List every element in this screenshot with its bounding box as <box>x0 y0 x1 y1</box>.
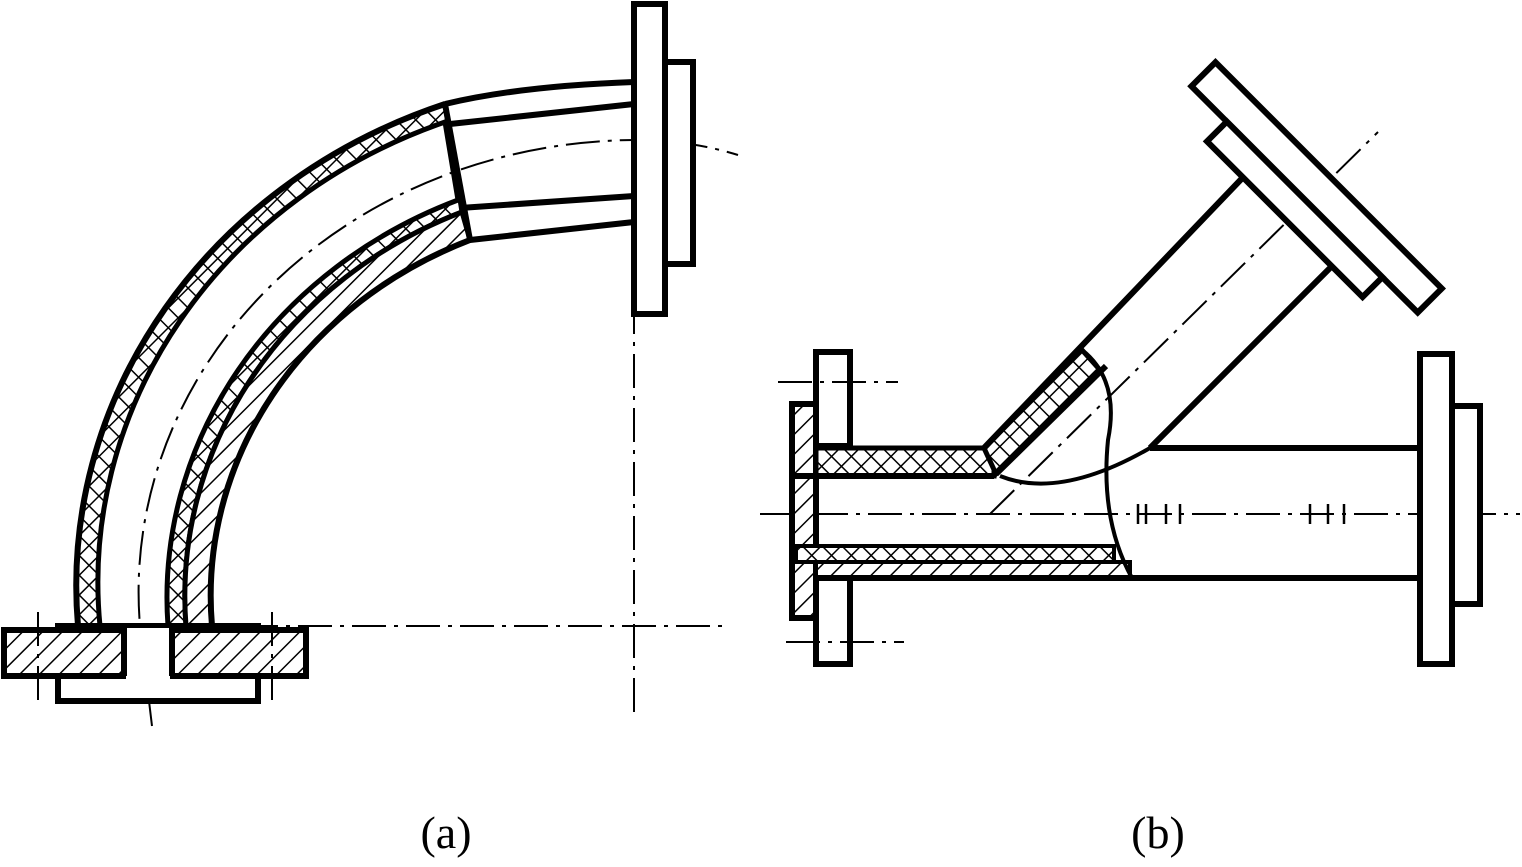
branch-inner-wall <box>993 363 1109 477</box>
elbow-centerline <box>137 138 739 727</box>
branch-lining-band <box>980 346 1104 479</box>
panel-b-lateral <box>760 57 1520 667</box>
elbow-straight-outer <box>444 79 635 107</box>
top-flange-face <box>662 59 696 267</box>
branch-upper-wall <box>981 167 1253 451</box>
panel-a-elbow <box>1 1 739 727</box>
caption-b: (b) <box>1131 807 1185 858</box>
top-flange-plate <box>631 1 668 317</box>
elbow-bore <box>95 118 461 629</box>
left-flange-top <box>813 349 853 449</box>
bottom-flange-left <box>1 627 127 679</box>
elbow-inner-wall <box>207 237 472 627</box>
break-line <box>999 348 1152 579</box>
main-pipe-lining-top <box>813 445 997 479</box>
elbow-straight-outer-bottom <box>469 219 635 243</box>
centerline-ticks <box>1136 504 1346 524</box>
bottom-flange-right <box>169 627 309 679</box>
branch-lower-wall <box>1147 255 1343 451</box>
elbow-outer-wall <box>73 101 446 627</box>
branch-flange <box>1187 57 1447 317</box>
main-pipe-lining-bottom <box>794 544 1116 564</box>
left-flange-bottom <box>813 571 853 667</box>
weld-seam <box>442 103 473 241</box>
left-flange-face <box>789 401 819 621</box>
bottom-bore-gap <box>126 628 170 698</box>
caption-a: (a) <box>420 807 471 858</box>
elbow-straight-inner-bottom <box>459 193 635 211</box>
elbow-straight-inner-top <box>449 101 635 127</box>
right-flange-plate <box>1417 351 1455 667</box>
right-flange-face <box>1449 403 1483 607</box>
